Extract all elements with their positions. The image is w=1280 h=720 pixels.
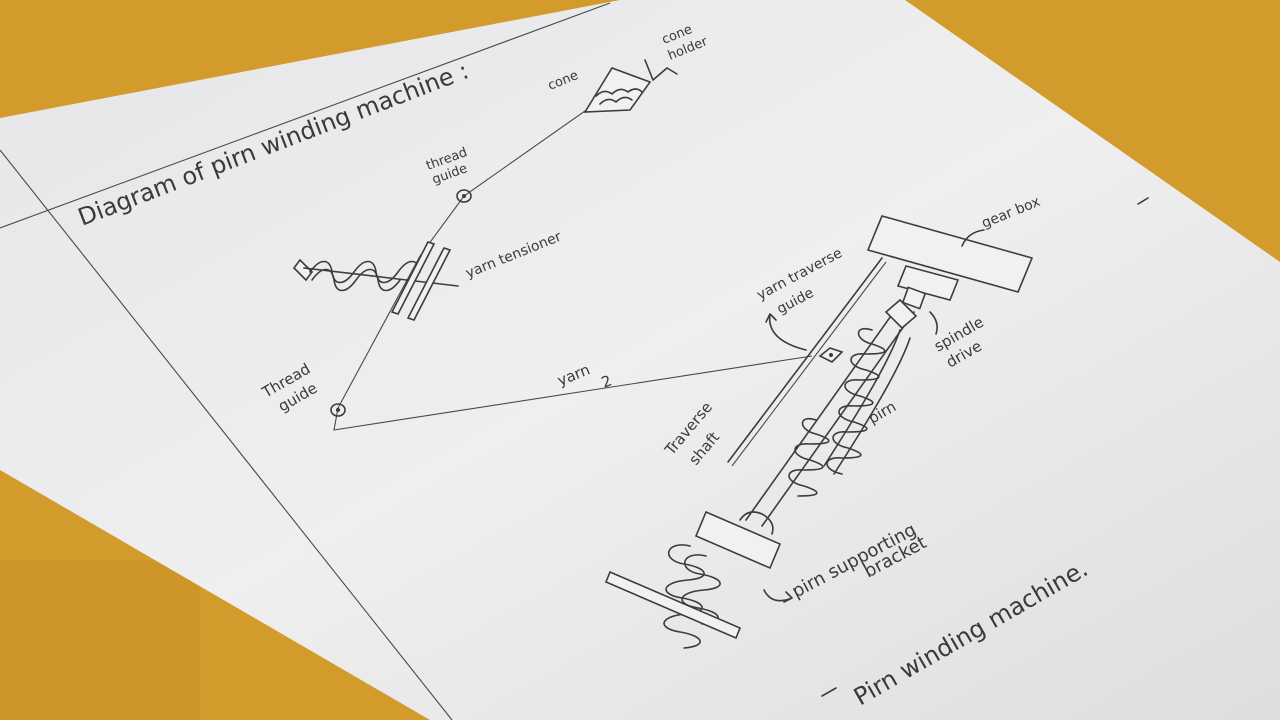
pirn: [739, 298, 918, 535]
thread-guide-top: [456, 189, 472, 203]
margin-line-top: [0, 2, 611, 229]
traverse-guide-pointer: [765, 313, 807, 351]
yarn-traverse-guide: [818, 347, 844, 363]
pirn-supporting-bracket: [604, 510, 782, 649]
stray-mark: [1137, 197, 1149, 205]
spindle-drive-pointer: [929, 311, 938, 335]
margin-line-left: [0, 149, 453, 720]
cone-holder: [644, 59, 678, 81]
gear-box-pointer: [961, 229, 985, 247]
bracket-pointer: [763, 589, 793, 603]
gear-box: [866, 215, 1034, 310]
caption-mark: [821, 687, 837, 697]
yarn-tensioner: [292, 241, 459, 321]
traverse-shaft: [727, 257, 883, 463]
yarn-path: [333, 91, 813, 431]
cone-assembly: [583, 59, 678, 113]
thread-guide-left: [330, 403, 346, 417]
table-shadow: [0, 560, 200, 720]
cone-yarn-wind: [595, 88, 643, 97]
